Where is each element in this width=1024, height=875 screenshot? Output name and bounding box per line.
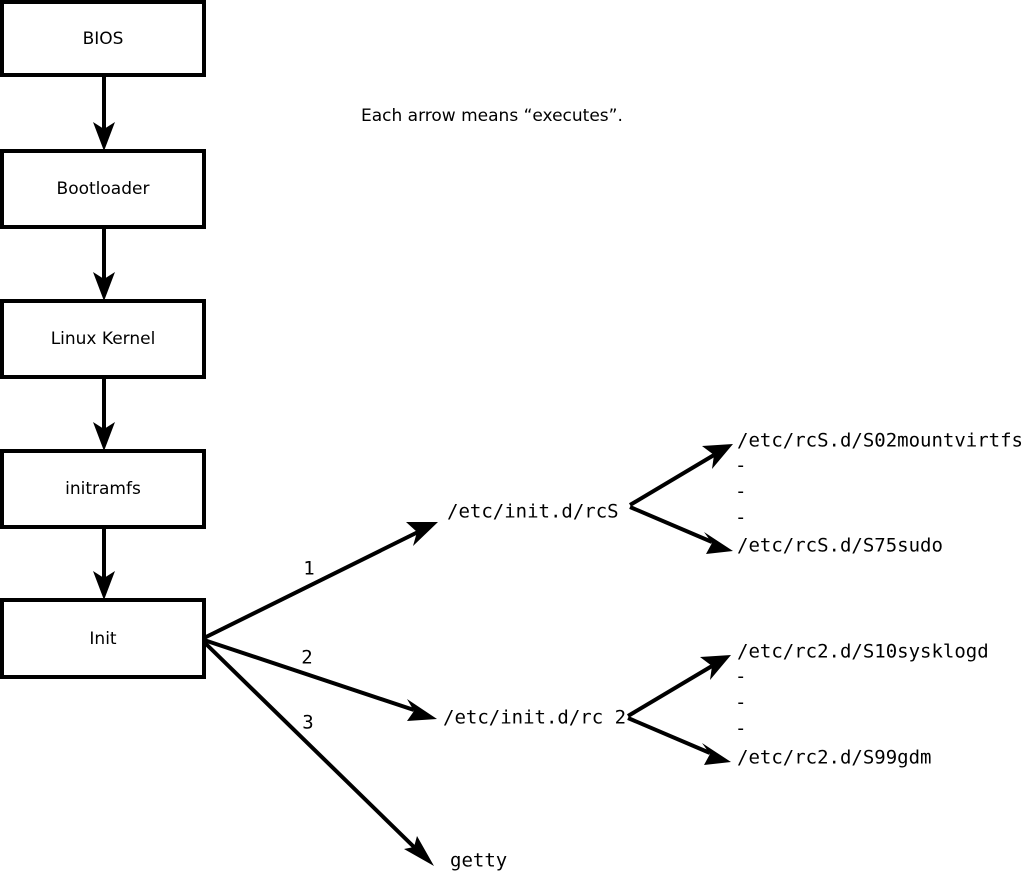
- stage-node-bootloader: Bootloader: [0, 149, 206, 229]
- arrow-rcs-to-first-script: [628, 444, 733, 507]
- stage-node-bios: BIOS: [0, 0, 206, 77]
- ellipsis-dash-rc2-2: -: [735, 692, 746, 714]
- arrow-head-icon: [702, 743, 731, 765]
- arrow-init-to-rcs: [203, 522, 438, 640]
- branch-label-getty: getty: [450, 850, 507, 872]
- arrow-head-icon: [93, 571, 115, 600]
- arrow-head-icon: [700, 655, 731, 680]
- arrow-rc2-to-first-script: [626, 655, 731, 718]
- stage-label-bootloader: Bootloader: [57, 179, 150, 199]
- arrow-head-icon: [93, 122, 115, 151]
- arrow-init-to-getty: [202, 640, 434, 866]
- script-label-rc2-first: /etc/rc2.d/S10sysklogd: [737, 641, 989, 663]
- arrow-kernel-to-initramfs: [93, 377, 115, 451]
- arrow-head-icon: [404, 836, 434, 866]
- arrow-head-icon: [93, 422, 115, 451]
- ellipsis-dash-rcs-2: -: [735, 481, 746, 503]
- arrow-head-icon: [704, 532, 733, 554]
- arrow-bootloader-to-kernel: [93, 227, 115, 301]
- edge-number-2: 2: [301, 647, 312, 669]
- stage-box-bios: [0, 0, 206, 77]
- ellipsis-dash-rc2-1: -: [735, 666, 746, 688]
- script-label-rcs-last: /etc/rcS.d/S75sudo: [737, 535, 943, 557]
- branch-label-rc2: /etc/init.d/rc 2: [443, 707, 626, 729]
- arrow-head-icon: [407, 699, 437, 721]
- stage-node-initramfs: initramfs: [0, 449, 206, 529]
- legend-note: Each arrow means “executes”.: [361, 106, 623, 126]
- stage-label-initramfs: initramfs: [65, 479, 141, 499]
- stage-label-init: Init: [89, 629, 117, 649]
- stage-node-kernel: Linux Kernel: [0, 299, 206, 379]
- arrow-head-icon: [93, 272, 115, 301]
- arrow-head-icon: [406, 522, 438, 546]
- arrow-init-to-rc2: [203, 638, 437, 721]
- stage-box-initramfs: [0, 449, 206, 529]
- branch-label-rcs: /etc/init.d/rcS: [447, 501, 619, 523]
- stage-label-kernel: Linux Kernel: [51, 329, 156, 349]
- script-label-rcs-first: /etc/rcS.d/S02mountvirtfs: [737, 430, 1023, 452]
- arrow-rcs-to-last-script: [629, 505, 733, 554]
- edge-number-3: 3: [302, 712, 313, 734]
- script-label-rc2-last: /etc/rc2.d/S99gdm: [737, 747, 931, 769]
- arrow-rc2-to-last-script: [627, 716, 731, 765]
- stage-node-init: Init: [0, 598, 206, 679]
- arrow-head-icon: [702, 444, 733, 469]
- edge-number-1: 1: [303, 558, 314, 580]
- arrow-bios-to-bootloader: [93, 75, 115, 151]
- ellipsis-dash-rcs-1: -: [735, 455, 746, 477]
- stage-box-init: [0, 598, 206, 679]
- ellipsis-dash-rc2-3: -: [735, 718, 746, 740]
- ellipsis-dash-rcs-3: -: [735, 507, 746, 529]
- stage-label-bios: BIOS: [83, 29, 124, 49]
- arrow-initramfs-to-init: [93, 527, 115, 600]
